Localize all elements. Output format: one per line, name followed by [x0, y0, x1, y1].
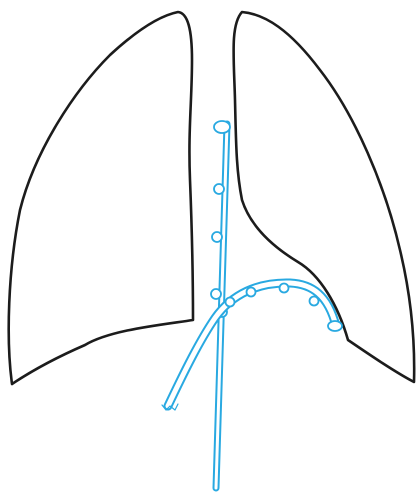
curved-catheter-hole: [226, 298, 235, 307]
curved-catheter-hole: [247, 288, 256, 297]
vertical-catheter-hole: [211, 289, 221, 299]
vertical-catheter-tip: [214, 121, 230, 133]
curved-catheter-tip: [328, 321, 342, 331]
left-lung: [234, 12, 415, 382]
curved-catheter-hole: [310, 297, 319, 306]
vertical-catheter-hole: [212, 232, 222, 242]
vertical-catheter-hole: [214, 184, 224, 194]
curved-catheter-hole: [280, 284, 289, 293]
right-lung: [9, 12, 193, 384]
